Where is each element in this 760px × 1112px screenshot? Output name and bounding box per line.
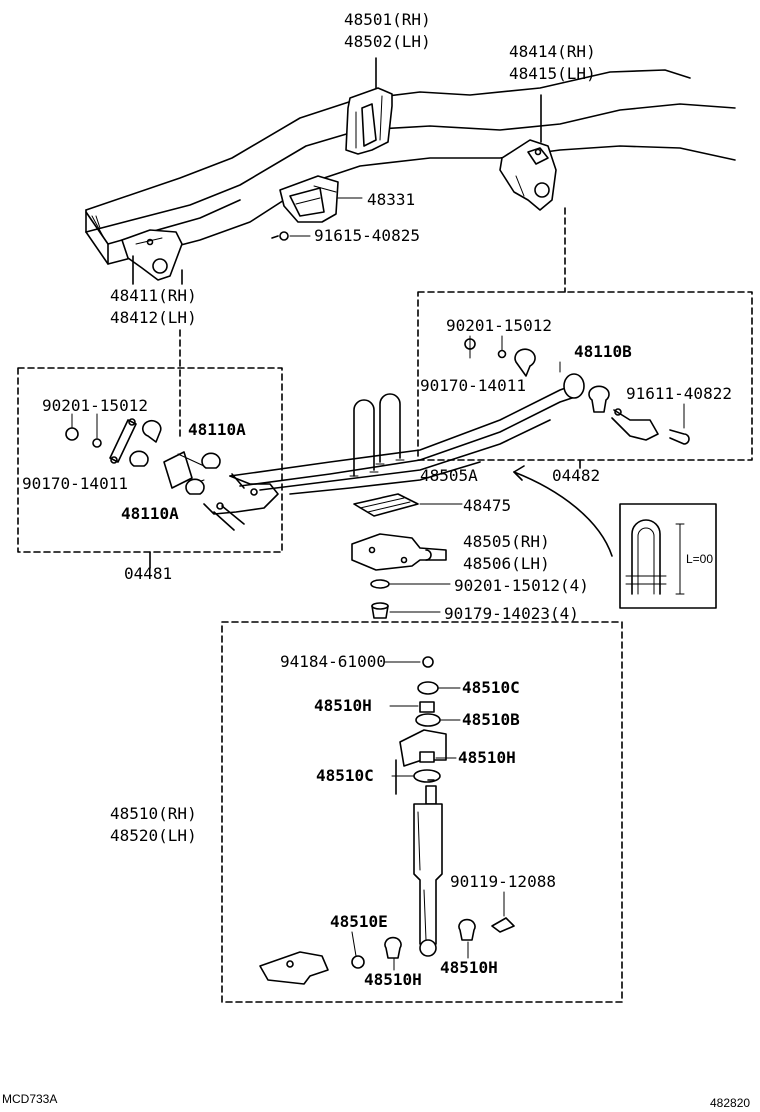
shackle-kit-right-parts — [464, 338, 690, 445]
label-48510C-2: 48510C — [316, 766, 374, 785]
washer-nut-stack — [370, 579, 451, 619]
label-48110B: 48110B — [574, 342, 632, 361]
shackle-bracket-upper — [345, 57, 393, 155]
spring-pad — [353, 493, 463, 517]
u-bolts — [349, 393, 405, 477]
u-bolt-length-label: L=00 — [686, 552, 714, 566]
label-90201-4: 90201-15012(4) — [454, 576, 589, 595]
u-bolt-inset — [619, 503, 717, 609]
label-48412: 48412(LH) — [110, 308, 197, 327]
label-48510H-2: 48510H — [458, 748, 516, 767]
shackle-kit-left-parts — [65, 418, 279, 531]
label-48520: 48520(LH) — [110, 826, 197, 845]
label-48510E: 48510E — [330, 912, 388, 931]
label-48505A: 48505A — [420, 466, 478, 485]
label-48411: 48411(RH) — [110, 286, 197, 305]
label-90170-right: 90170-14011 — [420, 376, 526, 395]
label-48502: 48502(LH) — [344, 32, 431, 51]
label-48501: 48501(RH) — [344, 10, 431, 29]
label-48506: 48506(LH) — [463, 554, 550, 573]
shock-upper-parts — [395, 656, 447, 795]
label-48331: 48331 — [367, 190, 416, 209]
label-90179: 90179-14023(4) — [444, 604, 579, 623]
spring-hanger-right — [499, 94, 557, 211]
shock-absorber-box — [221, 621, 623, 1003]
label-48475: 48475 — [463, 496, 512, 515]
label-48110A-top: 48110A — [188, 420, 246, 439]
label-94184: 94184-61000 — [280, 652, 386, 671]
label-04481: 04481 — [124, 564, 173, 583]
label-48510B: 48510B — [462, 710, 520, 729]
label-48414: 48414(RH) — [509, 42, 596, 61]
label-48510C-1: 48510C — [462, 678, 520, 697]
label-90201-right: 90201-15012 — [446, 316, 552, 335]
label-90170-left: 90170-14011 — [22, 474, 128, 493]
spring-hanger-front — [121, 229, 183, 285]
u-bolt-pointer-arrow — [513, 465, 613, 557]
label-48505: 48505(RH) — [463, 532, 550, 551]
bound-stopper — [271, 175, 363, 241]
label-91611: 91611-40822 — [626, 384, 732, 403]
shock-body — [413, 779, 443, 957]
label-91615: 91615-40825 — [314, 226, 420, 245]
kit-box-04482 — [417, 207, 753, 461]
spring-seat — [351, 533, 447, 571]
label-48510: 48510(RH) — [110, 804, 197, 823]
label-48510H-4: 48510H — [364, 970, 422, 989]
label-90201-left: 90201-15012 — [42, 396, 148, 415]
diagram-code-right: 482820 — [710, 1096, 751, 1110]
label-48510H-1: 48510H — [314, 696, 372, 715]
diagram-code-left: MCD733A — [2, 1092, 58, 1106]
leader-lines — [71, 335, 685, 971]
shock-lower-parts — [259, 917, 515, 985]
label-48110A-bottom: 48110A — [121, 504, 179, 523]
leaf-spring — [229, 373, 585, 495]
label-48415: 48415(LH) — [509, 64, 596, 83]
kit-box-04481 — [17, 329, 283, 553]
label-90119: 90119-12088 — [450, 872, 556, 891]
label-48510H-3: 48510H — [440, 958, 498, 977]
label-04482: 04482 — [552, 466, 601, 485]
